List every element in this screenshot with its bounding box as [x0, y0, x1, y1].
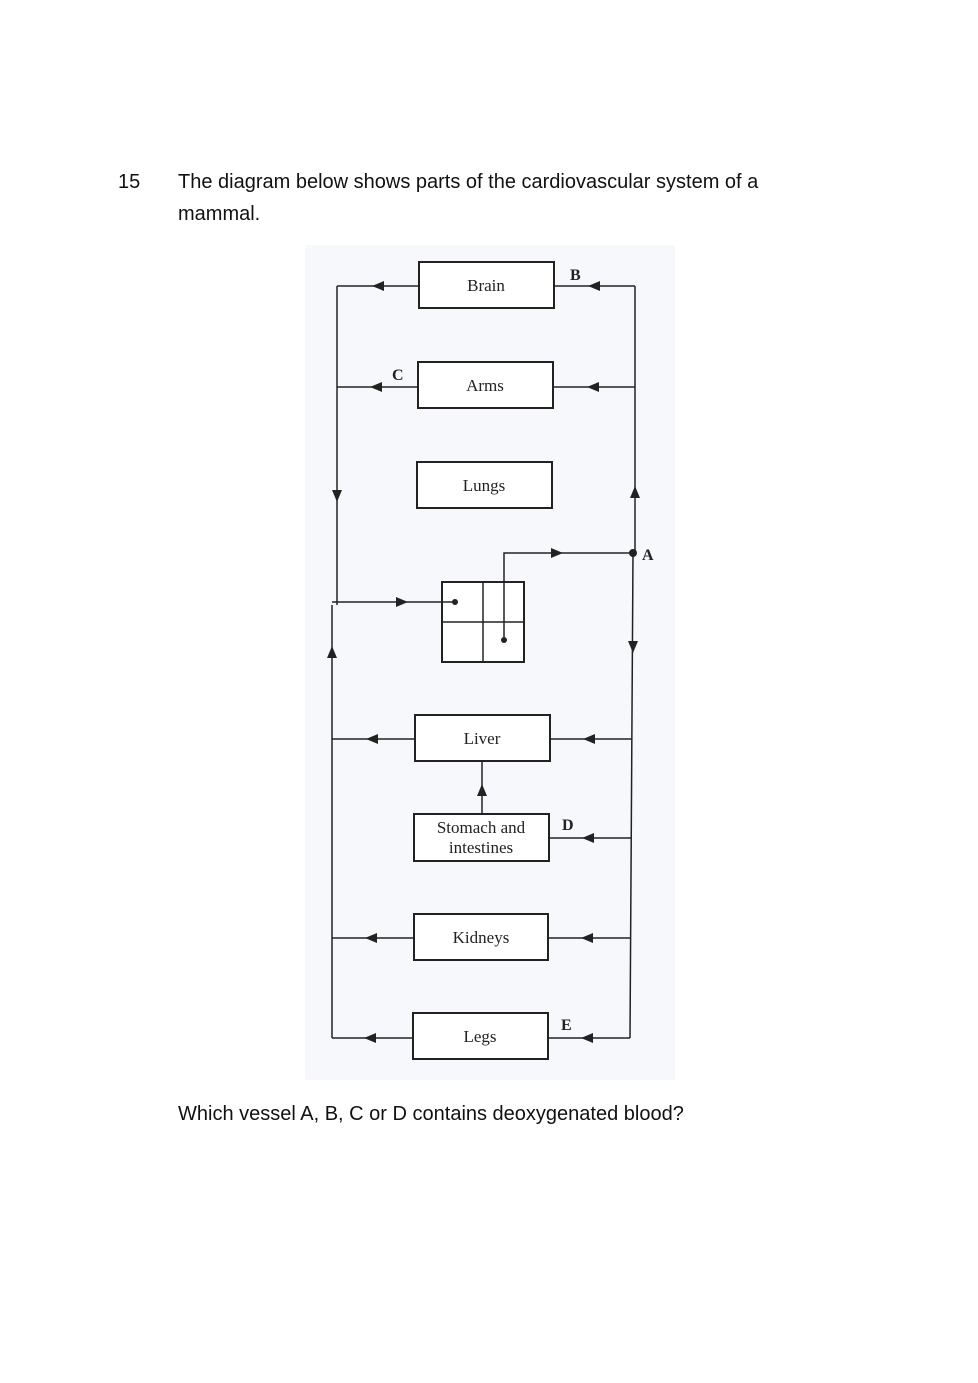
- organ-box-lungs: [416, 461, 553, 509]
- vessel-label-c: C: [392, 367, 404, 384]
- arrow-down-icon: [332, 490, 342, 502]
- organ-box-brain: [418, 261, 555, 309]
- organ-label-brain: Brain: [467, 276, 505, 295]
- question-intro-line-2: mammal.: [178, 203, 261, 225]
- question-prompt: Which vessel A, B, C or D contains deoxy…: [178, 1103, 684, 1125]
- organ-label-stomach-line2: intestines: [449, 838, 513, 857]
- vessel-aorta-from-heart: [503, 552, 633, 640]
- organ-label-arms: Arms: [466, 376, 504, 395]
- arrow-left-icon: [581, 933, 593, 943]
- arrow-left-icon: [587, 382, 599, 392]
- ventricle-dot: [501, 637, 507, 643]
- organ-box-arms: [417, 361, 554, 409]
- arrow-right-icon: [551, 548, 563, 558]
- arrow-left-icon: [365, 933, 377, 943]
- vessel-label-a: A: [642, 547, 654, 564]
- organ-label-lungs: Lungs: [463, 476, 506, 495]
- arrow-right-icon: [396, 597, 408, 607]
- vessel-label-d: D: [562, 817, 574, 834]
- arrow-left-icon: [588, 281, 600, 291]
- organ-box-kidneys: [413, 913, 549, 961]
- organ-label-liver: Liver: [464, 729, 501, 748]
- arrow-up-icon: [327, 646, 337, 658]
- arrow-left-icon: [581, 1033, 593, 1043]
- arrow-left-icon: [370, 382, 382, 392]
- vessel-label-b: B: [570, 267, 581, 284]
- arrow-left-icon: [582, 833, 594, 843]
- arrow-left-icon: [364, 1033, 376, 1043]
- organ-label-kidneys: Kidneys: [453, 928, 510, 947]
- organ-box-legs: [412, 1012, 549, 1060]
- arrow-left-icon: [372, 281, 384, 291]
- arrow-left-icon: [366, 734, 378, 744]
- vessel-a-point: [629, 549, 637, 557]
- organ-label-legs: Legs: [463, 1027, 496, 1046]
- arrow-up-icon: [630, 486, 640, 498]
- atrium-dot: [452, 599, 458, 605]
- arrow-down-icon: [628, 641, 638, 653]
- question-number: 15: [118, 171, 141, 193]
- arrow-left-icon: [583, 734, 595, 744]
- aorta-lower: [629, 552, 634, 1039]
- cardiovascular-diagram: Brain B Arms C Lungs A Liver Stomach and…: [305, 245, 675, 1080]
- arrow-up-icon: [477, 784, 487, 796]
- organ-label-stomach-line1: Stomach and: [437, 818, 526, 837]
- question-intro-line-1: The diagram below shows parts of the car…: [178, 171, 759, 193]
- vessel-label-e: E: [561, 1017, 572, 1034]
